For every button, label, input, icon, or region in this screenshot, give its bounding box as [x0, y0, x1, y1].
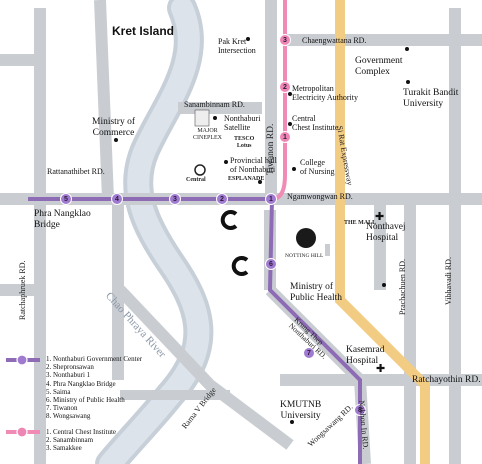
place-dot [288, 92, 292, 96]
notting-hill-logo: NOTTING HILL [285, 253, 324, 259]
ratchaphruek-label: Ratchaphruek RD. [18, 260, 27, 320]
rattanathibet-label: Rattanathibet RD. [47, 167, 105, 176]
prachachuen-label: Prachachuen RD. [398, 259, 407, 315]
purple-station-3: 3 [169, 193, 181, 205]
place-dot [406, 80, 410, 84]
place-dot [224, 160, 228, 164]
place-dot [246, 37, 250, 41]
si-rat-expressway [335, 0, 430, 464]
vibhavadi-label: Vibhavadi RD. [444, 257, 453, 305]
legend-item: 6. Ministry of Public Health [46, 396, 125, 405]
central-logo: Central [186, 177, 206, 183]
legend-swatches [6, 354, 40, 438]
legend-item: 2. Shepronsawan [46, 363, 94, 372]
purple-station-4: 4 [111, 193, 123, 205]
legend-item: 4. Phra Nangklao Bridge [46, 379, 116, 388]
kasemrad-label: Kasemrad Hospital [346, 345, 385, 366]
place-dot [288, 122, 292, 126]
purple-station-5: 5 [60, 193, 72, 205]
purple-station-7: 7 [303, 347, 315, 359]
place-dot [405, 47, 409, 51]
ngamwongwan-label: Ngamwongwan RD. [287, 192, 353, 201]
hospital-cross-icon: ✚ [375, 210, 385, 223]
turakit-label: Turakit Bandit University [403, 88, 459, 109]
purple-station-6: 6 [265, 258, 277, 270]
legend-item: 1. Nonthaburi Government Center [46, 355, 143, 363]
central-chest-label: Central Chest Institute [292, 114, 339, 132]
place-dot [213, 116, 217, 120]
college-nursing-label: College of Nursing [300, 158, 335, 176]
place-dot [290, 420, 294, 424]
legend-item: 8. Wongsawang [46, 412, 91, 421]
the-mall-logo: THE MALL [344, 220, 377, 226]
legend-item: 1. Central Chest Institute [46, 428, 116, 436]
phra-nangklao-bridge-label: Phra Nangklao Bridge [34, 209, 91, 230]
place-dot [292, 167, 296, 171]
sanambinnam-label: Sanambinnam RD. [184, 100, 245, 109]
nonthaburi-satellite-label: Nonthaburi Satellite [224, 114, 261, 132]
provincial-hall-label: Provincial hall of Nonthaburi [230, 156, 277, 174]
ratchayothin-label: Ratchayothin RD. [412, 375, 481, 385]
place-dot [258, 180, 262, 184]
purple-station-1: 1 [265, 193, 277, 205]
legend-item: 3. Nonthaburi 1 [46, 371, 91, 380]
government-complex-label: Government Complex [355, 56, 403, 77]
kmutnb-label: KMUTNB University [280, 400, 322, 421]
pak-kret-label: Pak Kret Intersection [218, 37, 256, 55]
kret-island-label: Kret Island [112, 24, 175, 38]
metro-electric-label: Metropolitan Electricity Authority [292, 84, 358, 102]
esplanade-logo: ESPLANADE [228, 176, 265, 182]
pink-station-1: 1 [279, 131, 291, 143]
purple-station-8: 8 [354, 404, 366, 416]
chaengwattana-label: Chaengwattana RD. [302, 36, 367, 45]
tiwanon-label: Tiwanon RD. [266, 123, 276, 175]
pink-station-2: 2 [279, 81, 291, 93]
place-dot [114, 138, 118, 142]
hospital-cross-icon: ✚ [376, 362, 386, 375]
legend-item: 2. Sanambinnam [46, 436, 94, 445]
purple-station-2: 2 [216, 193, 228, 205]
legend-item: 3. Samakkee [46, 444, 82, 453]
legend-item: 5. Saima [46, 387, 71, 396]
major-logo: MAJOR CINEPLEX [193, 128, 222, 141]
place-dot [382, 283, 386, 287]
pink-station-3: 3 [279, 34, 291, 46]
legend-item: 7. Tiwanon [46, 404, 78, 413]
ministry-public-health-label: Ministry of Public Health [290, 282, 342, 303]
nonthavej-label: Nonthavej Hospital [366, 222, 406, 243]
ministry-commerce-label: Ministry of Commerce [92, 117, 136, 138]
tesco-logo: TESCO Lotus [234, 136, 255, 149]
